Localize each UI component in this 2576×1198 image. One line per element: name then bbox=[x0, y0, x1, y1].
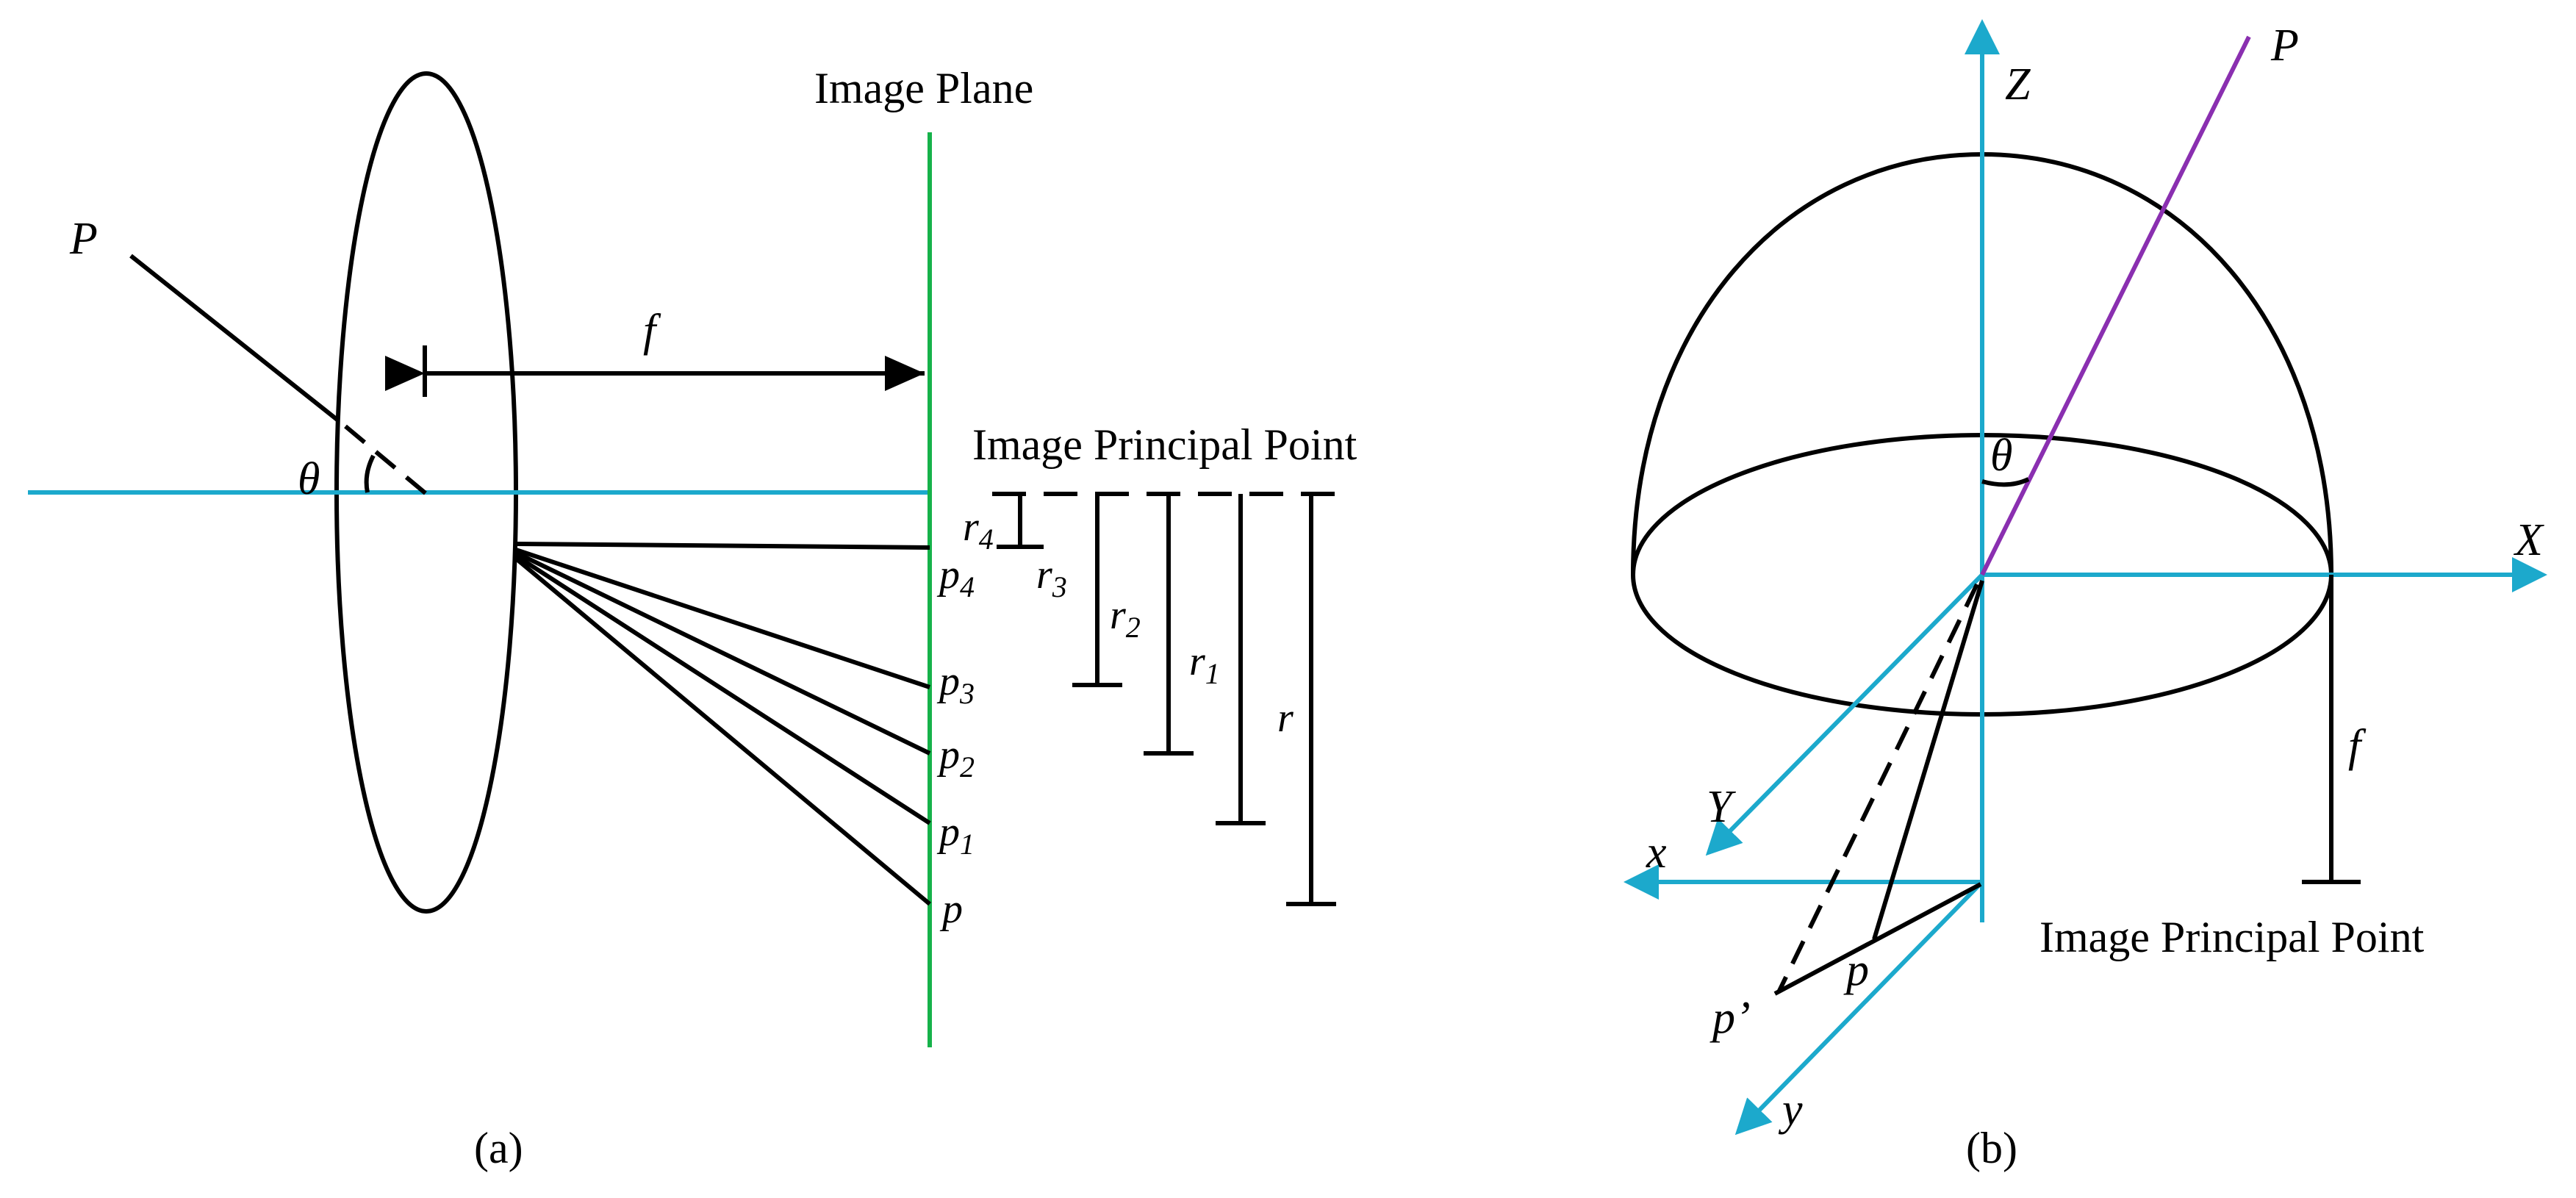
image-point-prime-label-b: p’ bbox=[1709, 993, 1751, 1043]
incident-ray-dashed bbox=[344, 424, 428, 496]
image-point-label-b: p bbox=[1843, 945, 1869, 995]
x-axis-label: X bbox=[2513, 515, 2544, 565]
ray-p3 bbox=[515, 548, 930, 689]
radius-r3: r3 bbox=[1036, 552, 1067, 603]
image-y-axis-label: y bbox=[1778, 1085, 1803, 1135]
panel-b: Z X Y x y P θ f Image Principal Point p … bbox=[1624, 19, 2547, 1172]
z-axis-label: Z bbox=[2005, 60, 2031, 110]
image-point-p3: p3 bbox=[936, 659, 975, 710]
radius-r4: r4 bbox=[963, 504, 994, 556]
radius-r: r bbox=[1277, 695, 1294, 741]
ray-p4 bbox=[515, 542, 930, 550]
principal-point-label-a: Image Principal Point bbox=[972, 420, 1357, 469]
incident-ray-b bbox=[1980, 35, 2251, 576]
caption-b: (b) bbox=[1966, 1124, 2017, 1172]
focal-label-a: f bbox=[643, 306, 661, 356]
object-point-label-a: P bbox=[69, 214, 98, 264]
ray-p bbox=[514, 556, 931, 906]
theta-label-b: θ bbox=[1990, 431, 2012, 481]
image-point-p4: p4 bbox=[936, 552, 975, 603]
radius-bars bbox=[997, 494, 1336, 906]
image-point-p1: p1 bbox=[936, 809, 975, 861]
y-axis bbox=[1705, 573, 1984, 856]
theta-arc bbox=[364, 454, 376, 493]
theta-label-a: θ bbox=[298, 454, 320, 504]
caption-a: (a) bbox=[474, 1124, 523, 1172]
projection-line-p-prime bbox=[1776, 583, 1979, 994]
image-x-axis-label: x bbox=[1646, 828, 1667, 878]
image-point-p2: p2 bbox=[936, 732, 975, 783]
ray-p2 bbox=[514, 550, 931, 756]
theta-arc-b bbox=[1981, 477, 2030, 487]
panel-a: Image Plane Image Principal Point f θ P … bbox=[28, 64, 1357, 1172]
focal-label-b: f bbox=[2348, 721, 2367, 771]
radius-r1: r1 bbox=[1189, 639, 1220, 690]
image-y-axis bbox=[1734, 880, 1984, 1136]
ray-p1 bbox=[514, 553, 931, 825]
image-point-p: p bbox=[939, 886, 963, 932]
incident-ray bbox=[129, 254, 340, 423]
principal-point-label-b: Image Principal Point bbox=[2039, 913, 2425, 961]
image-plane-label: Image Plane bbox=[814, 64, 1033, 112]
image-point-segment bbox=[1773, 882, 1982, 996]
y-axis-label: Y bbox=[1707, 782, 1736, 832]
radius-r2: r2 bbox=[1110, 592, 1141, 644]
object-point-label-b: P bbox=[2270, 21, 2299, 71]
projection-line-p bbox=[1872, 580, 1984, 940]
